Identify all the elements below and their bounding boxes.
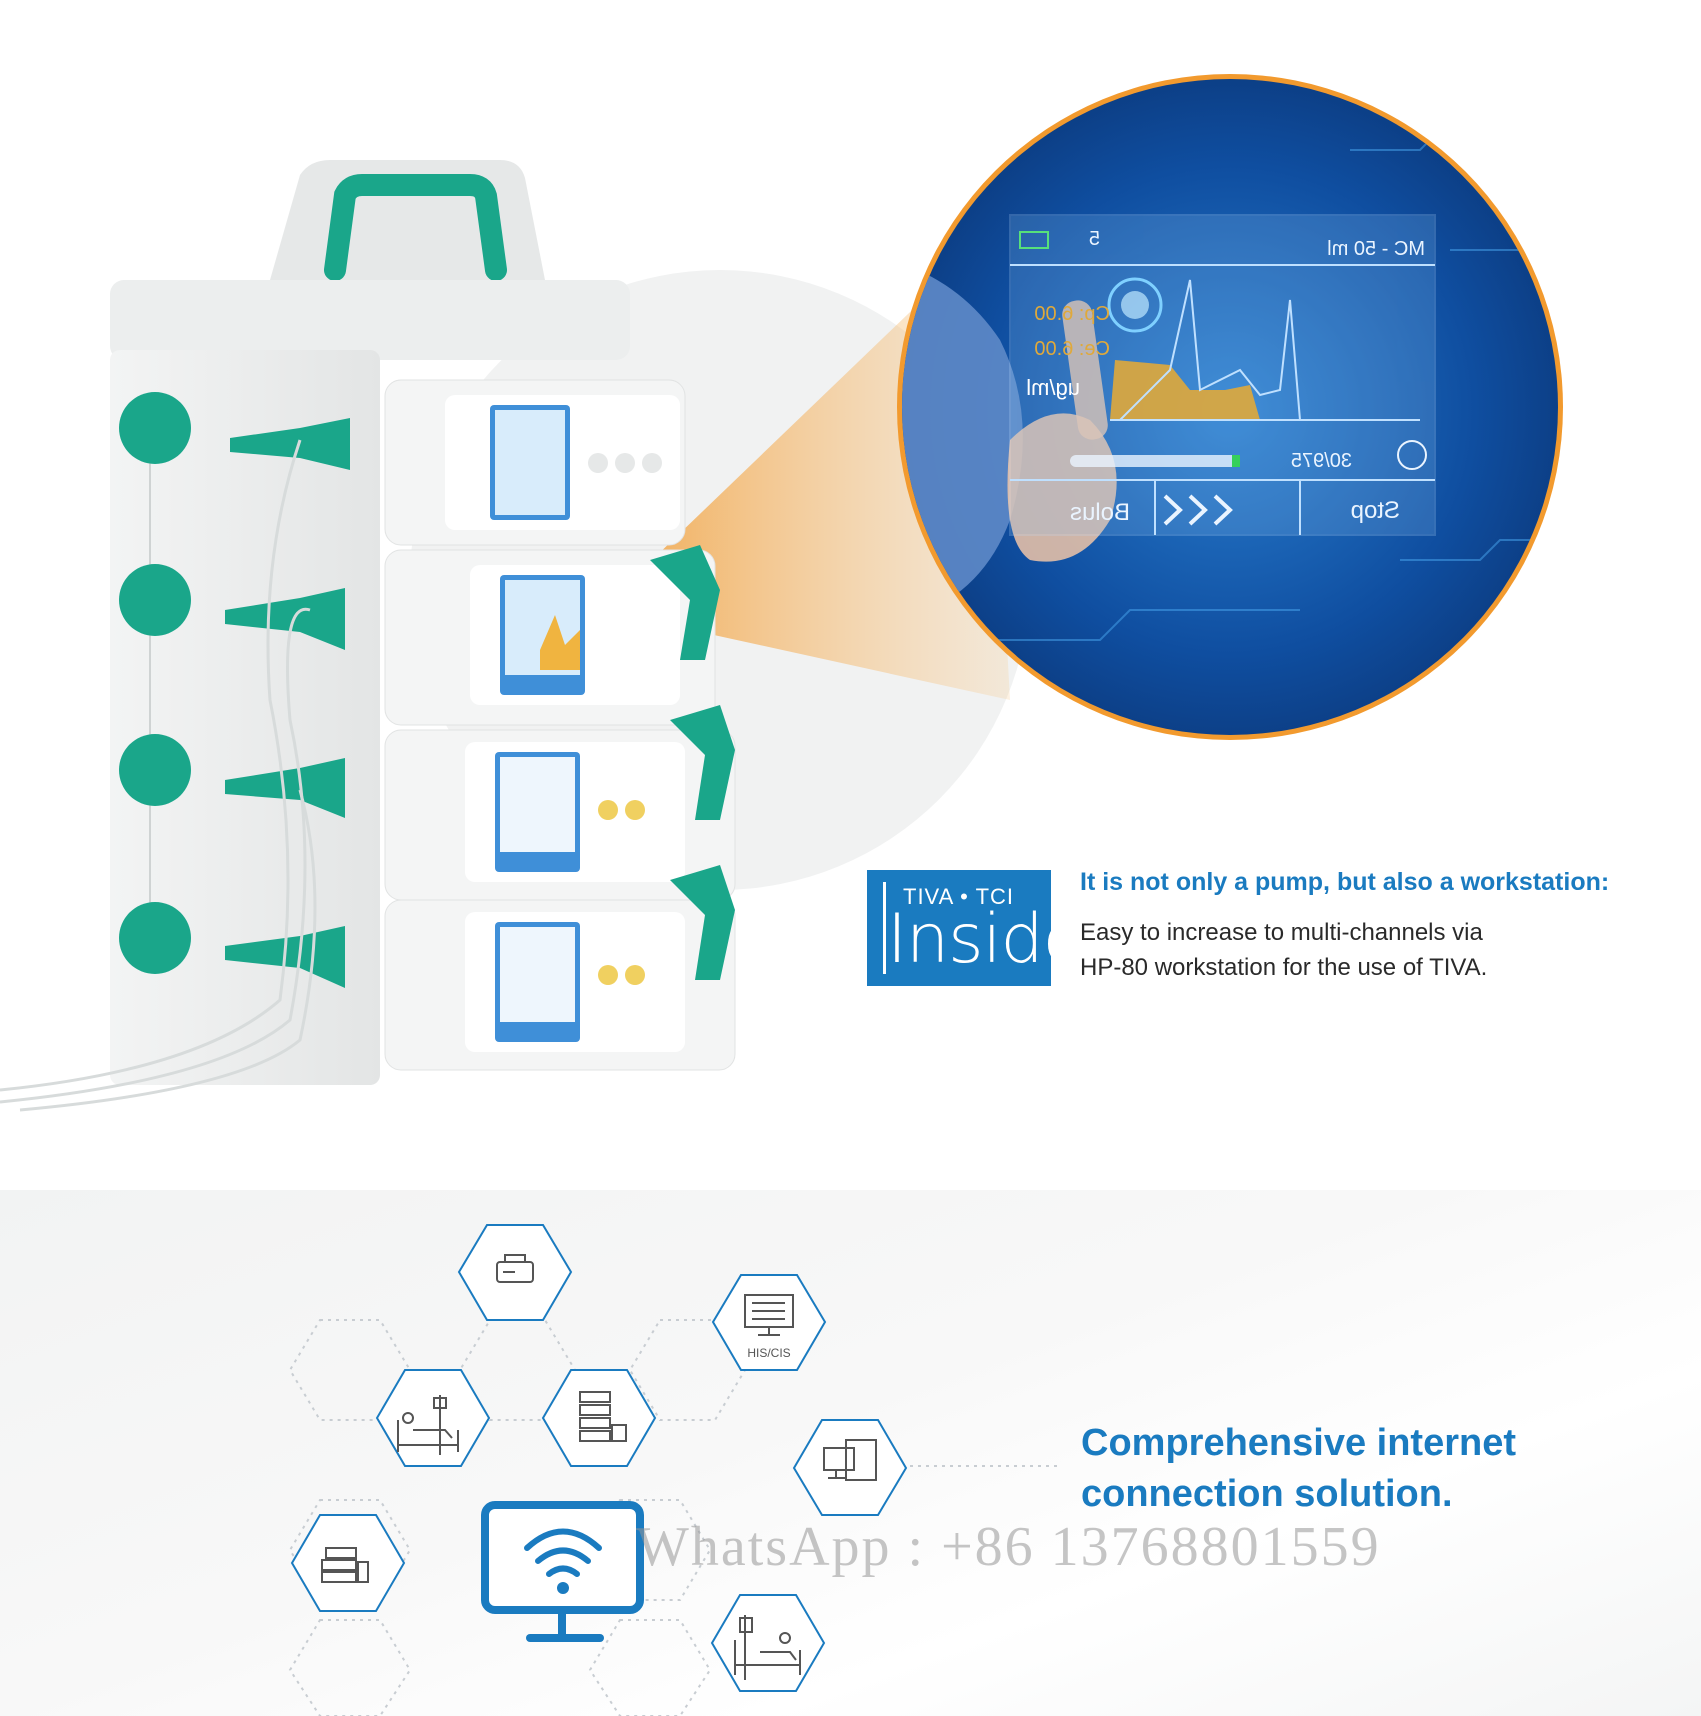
- whatsapp-watermark: WhatsApp : +86 13768801559: [636, 1516, 1381, 1578]
- workstation-description: Easy to increase to multi-channels via H…: [1080, 915, 1487, 985]
- his-cis-terminal-icon: [744, 1294, 794, 1336]
- patient-infusion-hex: [710, 1594, 826, 1692]
- screen-ce: Ce: 6.00: [1034, 338, 1110, 360]
- screen-volume: 30/975: [1291, 450, 1352, 472]
- patient-bed-hex: [375, 1369, 491, 1467]
- connection-title: Comprehensive internet connection soluti…: [1081, 1418, 1516, 1520]
- pump-modules: [384, 379, 736, 1071]
- badge-bar: [883, 882, 886, 974]
- icon-hexagons: [290, 1224, 908, 1692]
- screen-unit: ug/ml: [1026, 375, 1080, 400]
- product-illustration: MC - 50 ml 5 30/975 Bolus Stop Cp: 6.00 …: [0, 74, 1563, 1112]
- connection-diagram: HIS/CIS: [288, 1224, 1060, 1716]
- connection-title-line-2: connection solution.: [1081, 1473, 1453, 1515]
- chevrons-icon: [1163, 494, 1233, 526]
- infusion-tubing: [0, 439, 317, 1112]
- connection-title-line-1: Comprehensive internet: [1081, 1422, 1516, 1464]
- tiva-tci-inside-badge: TIVA • TCI Inside: [867, 870, 1084, 986]
- gauge-icon: [1397, 440, 1427, 470]
- wifi-monitor-icon: [481, 1501, 644, 1642]
- screen-title: MC - 50 ml: [1327, 238, 1425, 260]
- screen-stop: Stop: [1351, 497, 1400, 524]
- badge-top-text: TIVA • TCI: [903, 884, 1015, 909]
- battery-icon: [1019, 231, 1049, 249]
- description-line-1: Easy to increase to multi-channels via: [1080, 919, 1483, 946]
- screen-bed-number: 5: [1089, 228, 1100, 250]
- his-cis-label: HIS/CIS: [747, 1346, 790, 1360]
- workstation-headline: It is not only a pump, but also a workst…: [1080, 868, 1610, 896]
- his-cis-hex: [711, 1274, 827, 1371]
- product-section: MC - 50 ml 5 30/975 Bolus Stop Cp: 6.00 …: [0, 74, 1610, 1112]
- description-line-2: HP-80 workstation for the use of TIVA.: [1080, 954, 1488, 981]
- screen-cp: Cp: 6.00: [1034, 303, 1110, 325]
- screen-bolus: Bolus: [1070, 499, 1130, 526]
- workstation-tower: [110, 280, 630, 1085]
- patient-bed-infusion-icon: [734, 1615, 801, 1680]
- screen-zoom-circle: MC - 50 ml 5 30/975 Bolus Stop Cp: 6.00 …: [897, 74, 1563, 740]
- patient-bed-icon: [397, 1395, 459, 1455]
- pump-stack-hex: [290, 1514, 406, 1612]
- workstation-computers-icon: [823, 1439, 877, 1481]
- badge-main-text: Inside: [887, 900, 1084, 979]
- infusion-pump-stack-icon: [321, 1547, 369, 1583]
- server-rack-icon: [579, 1391, 627, 1442]
- carry-handle: [270, 160, 545, 281]
- connection-section: HIS/CIS Comprehensive internet connectio…: [0, 1190, 1701, 1716]
- monitor-device-icon: [496, 1254, 534, 1283]
- workstation-hex: [792, 1419, 908, 1516]
